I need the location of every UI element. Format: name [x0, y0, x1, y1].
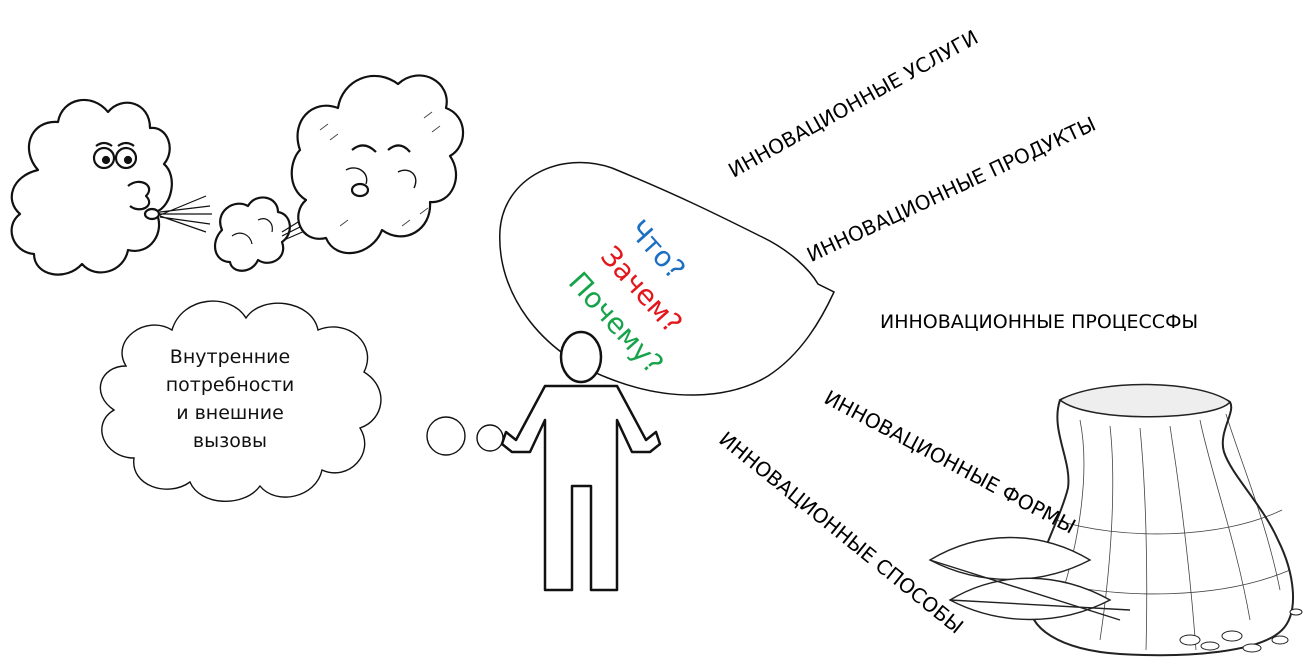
blowing-clouds-illustration — [12, 75, 463, 274]
person-body — [502, 386, 660, 590]
thought-line: вызовы — [135, 427, 325, 455]
thought-text: Внутренние потребности и внешние вызовы — [135, 343, 325, 455]
thought-line: потребности — [135, 371, 325, 399]
label-innovative-processes: ИННОВАЦИОННЫЕ ПРОЦЕССФЫ — [880, 310, 1198, 334]
left-cloud-cheek — [128, 182, 149, 209]
left-cloud-mouth — [145, 209, 159, 219]
thought-dot-small — [477, 425, 503, 451]
thought-dot-large — [427, 417, 465, 455]
grain-sack-illustration — [930, 384, 1302, 655]
thought-line: Внутренние — [135, 343, 325, 371]
small-puff-cloud — [215, 197, 290, 270]
angry-cloud — [292, 75, 463, 253]
thought-line: и внешние — [135, 399, 325, 427]
person-head — [561, 332, 601, 382]
angry-cloud-mouth — [352, 184, 368, 196]
